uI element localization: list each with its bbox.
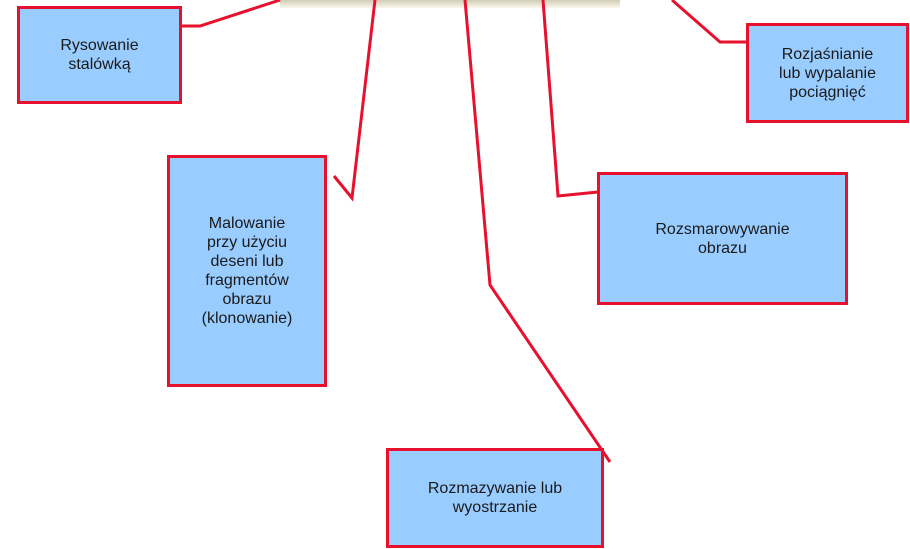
connector-smudge [541,0,599,198]
callout-smudge-tool: Rozsmarowywanie obrazu [597,172,848,305]
connector-pen [182,0,281,28]
callout-smudge-tool-label: Rozsmarowywanie obrazu [655,220,790,257]
callout-pen-tool: Rysowanie stalówką [17,6,182,104]
callout-clone-tool-label: Malowanie przy użyciu deseni lub fragmen… [201,215,293,327]
callout-dodge-burn-tool: Rozjaśnianie lub wypalanie pociągnięć [746,23,909,123]
callout-clone-tool: Malowanie przy użyciu deseni lub fragmen… [167,155,327,387]
callout-blur-sharpen-tool-label: Rozmazywanie lub wyostrzanie [427,480,563,516]
callout-dodge-burn-tool-label: Rozjaśnianie lub wypalanie pociągnięć [779,45,876,101]
callout-blur-sharpen-tool: Rozmazywanie lub wyostrzanie [386,448,604,548]
connector-dodge-burn [671,0,748,44]
connector-clone [332,0,377,202]
toolbar-image-fragment [280,0,620,8]
callout-pen-tool-label: Rysowanie stalówką [60,37,139,73]
connector-blur-sharpen [463,0,612,463]
